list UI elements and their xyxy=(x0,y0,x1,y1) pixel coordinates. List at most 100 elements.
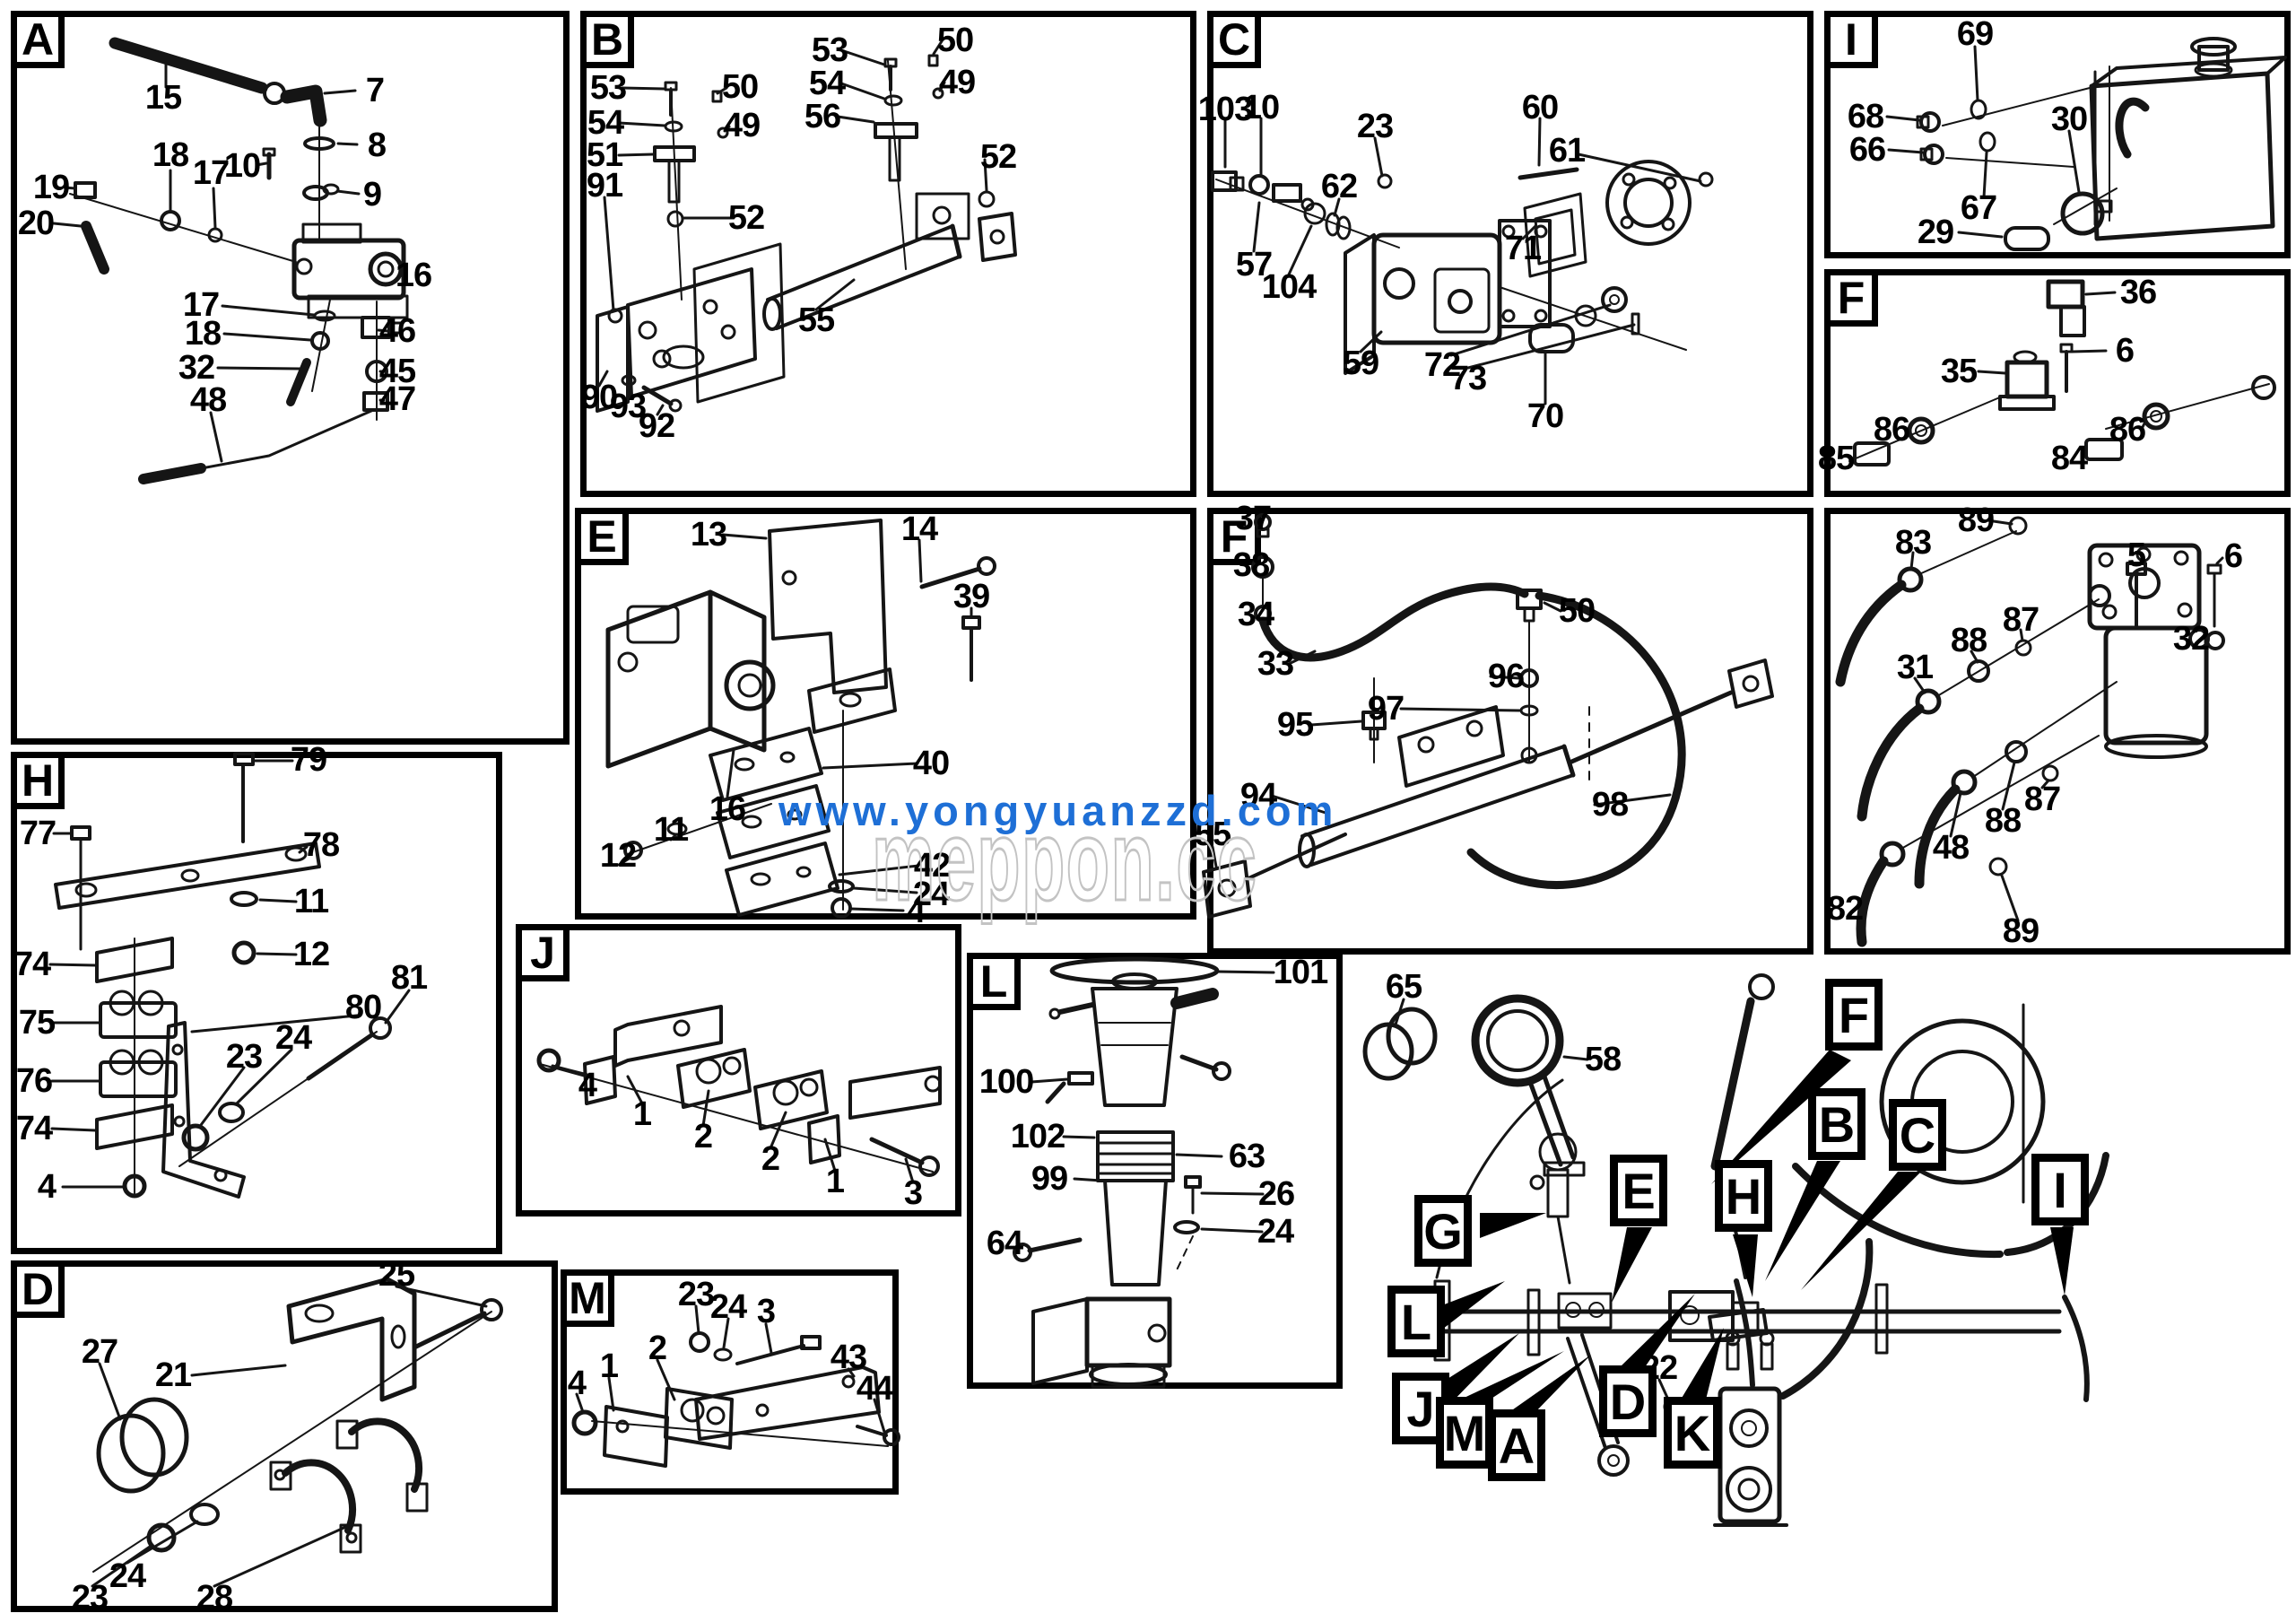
part-label: 56 xyxy=(804,98,841,135)
part-label: 25 xyxy=(378,1256,415,1294)
part-label: 26 xyxy=(1257,1175,1295,1213)
part-label: 57 xyxy=(1235,246,1273,283)
part-label: 32 xyxy=(2172,620,2210,658)
section-callout: F xyxy=(1825,979,1883,1051)
part-label: 73 xyxy=(1449,360,1487,397)
panel-d: D xyxy=(11,1260,558,1612)
part-label: 4 xyxy=(37,1168,57,1206)
part-label: 37 xyxy=(1234,500,1272,537)
part-label: 98 xyxy=(1591,786,1629,824)
part-label: 24 xyxy=(109,1557,146,1595)
panel-m-letter: M xyxy=(561,1269,614,1327)
part-label: 4 xyxy=(578,1067,597,1104)
callout-pointers xyxy=(1435,1050,2074,1416)
part-label: 68 xyxy=(1847,98,1884,135)
part-label: 23 xyxy=(71,1579,109,1617)
part-label: 49 xyxy=(723,107,761,144)
part-label: 13 xyxy=(690,516,727,554)
part-label: 85 xyxy=(1817,440,1855,477)
part-label: 95 xyxy=(1276,706,1314,744)
section-callout: I xyxy=(2031,1154,2089,1225)
panel-c-art xyxy=(1211,117,1714,406)
part-label: 1 xyxy=(599,1347,619,1385)
part-label: 4 xyxy=(906,893,926,930)
panel-e: E xyxy=(575,508,1196,920)
part-label: 32 xyxy=(178,349,215,387)
panel-l-art xyxy=(1013,956,1275,1389)
part-label: 55 xyxy=(797,301,835,339)
part-label: 6 xyxy=(2223,537,2243,575)
part-label: 60 xyxy=(1521,89,1559,126)
part-label: 83 xyxy=(1894,524,1932,562)
part-label: 48 xyxy=(189,381,227,419)
watermark-gray: meppon.cc xyxy=(871,797,1258,925)
panel-f-right: F xyxy=(1824,269,2291,497)
part-label: 33 xyxy=(1257,645,1294,683)
part-label: 79 xyxy=(290,741,327,779)
part-label: 74 xyxy=(13,946,51,983)
part-label: 35 xyxy=(1940,353,1978,390)
part-label: 17 xyxy=(182,286,220,324)
part-label: 11 xyxy=(293,883,329,920)
part-label: 52 xyxy=(979,138,1017,176)
part-label: 72 xyxy=(1423,346,1461,384)
part-label: 10 xyxy=(1242,89,1280,126)
part-label: 88 xyxy=(1950,622,1987,659)
part-label: 18 xyxy=(184,315,222,353)
part-label: 46 xyxy=(378,312,416,350)
part-label: 94 xyxy=(1239,777,1277,815)
part-label: 69 xyxy=(1956,15,1994,53)
part-label: 80 xyxy=(344,989,382,1026)
part-label: 34 xyxy=(1237,596,1274,633)
part-label: 88 xyxy=(1984,802,2022,840)
part-label: 92 xyxy=(638,407,675,445)
panel-k-art xyxy=(1835,516,2225,947)
part-label: 77 xyxy=(19,815,57,852)
part-label: 20 xyxy=(17,205,55,242)
part-label: 45 xyxy=(378,353,416,390)
part-label: 78 xyxy=(302,826,340,864)
part-label: 16 xyxy=(395,257,432,294)
part-label: 49 xyxy=(938,64,976,101)
part-label: 97 xyxy=(1367,690,1405,728)
part-label: 89 xyxy=(1957,501,1995,539)
part-label: 104 xyxy=(1261,268,1317,306)
part-label: 87 xyxy=(2023,780,2061,818)
panel-l-letter: L xyxy=(967,953,1021,1010)
part-label: 24 xyxy=(274,1019,312,1057)
panel-e-art xyxy=(605,519,996,919)
part-label: 99 xyxy=(1031,1160,1068,1198)
part-label: 12 xyxy=(599,837,637,875)
part-label: 62 xyxy=(1320,168,1358,205)
part-label: 21 xyxy=(154,1356,192,1394)
panel-f2-art xyxy=(1202,513,1774,919)
part-label: 18 xyxy=(152,136,189,174)
panel-e-letter: E xyxy=(575,508,629,565)
part-label: 86 xyxy=(2109,411,2146,449)
part-label: 15 xyxy=(144,79,182,117)
part-label: 12 xyxy=(292,936,330,973)
part-label: 1 xyxy=(632,1095,652,1133)
panel-j: J xyxy=(516,924,961,1216)
panel-b-letter: B xyxy=(580,11,634,68)
part-label: 11 xyxy=(653,811,689,849)
part-label: 51 xyxy=(586,136,623,174)
part-label: 64 xyxy=(986,1225,1023,1262)
part-label: 61 xyxy=(1548,132,1586,170)
part-label: 90 xyxy=(580,379,618,416)
part-label: 65 xyxy=(1385,968,1422,1006)
panel-i-art xyxy=(1885,37,2287,251)
panel-j-letter: J xyxy=(516,924,570,981)
panel-d-letter: D xyxy=(11,1260,65,1318)
part-label: 48 xyxy=(1932,829,1970,867)
part-label: 28 xyxy=(196,1579,233,1617)
part-label: 59 xyxy=(1342,344,1379,382)
panel-j-art xyxy=(536,1005,942,1184)
panel-d-art xyxy=(91,1277,503,1588)
part-label: 53 xyxy=(589,69,627,107)
panel-f-middle: F xyxy=(1207,508,1813,955)
section-callout: G xyxy=(1414,1195,1472,1267)
part-label: 66 xyxy=(1848,131,1886,169)
